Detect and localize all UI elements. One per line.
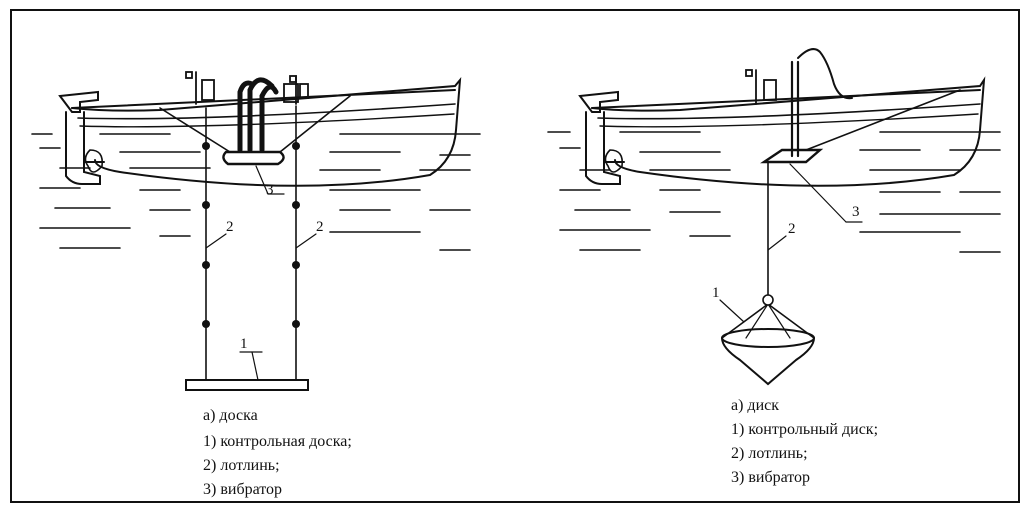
left-callout-vibrator: 3 xyxy=(266,182,274,198)
right-callout-lotline: 2 xyxy=(788,221,796,237)
right-caption-item-1: 1) контрольный диск; xyxy=(731,421,879,438)
right-caption-item-2: 2) лотлинь; xyxy=(731,445,808,462)
left-callout-lotline-b: 2 xyxy=(316,219,324,235)
left-line-weights[interactable] xyxy=(202,142,300,328)
right-control-disk[interactable] xyxy=(721,294,815,386)
left-caption-item-3: 3) вибратор xyxy=(203,481,283,498)
left-scene xyxy=(31,71,481,391)
right-propeller xyxy=(604,149,624,173)
right-outboard-motor xyxy=(578,90,619,113)
right-vibrator xyxy=(760,148,824,164)
left-vibrator xyxy=(222,150,285,166)
right-caption-item-3: 3) вибратор xyxy=(731,469,811,486)
left-callout-lotline-a: 2 xyxy=(226,219,234,235)
left-oarlocks xyxy=(185,71,309,105)
left-propeller xyxy=(84,149,104,173)
right-boat-hull xyxy=(591,76,986,187)
left-outboard-motor xyxy=(58,90,99,113)
left-caption-item-2: 2) лотлинь; xyxy=(203,457,280,474)
left-caption-title: а) доска xyxy=(203,407,258,424)
right-oarlocks xyxy=(745,69,777,105)
right-vibrator-cable xyxy=(797,48,853,100)
right-callout-vibrator: 3 xyxy=(852,204,860,220)
left-vibrator-cables xyxy=(237,77,279,153)
left-callout-board: 1 xyxy=(240,336,248,352)
right-vibrator-post xyxy=(790,60,800,158)
left-boat-hull xyxy=(71,76,462,187)
left-caption-item-1: 1) контрольная доска; xyxy=(203,433,352,450)
right-callout-disk: 1 xyxy=(712,285,720,301)
right-water-lines xyxy=(547,131,1001,253)
left-control-board[interactable] xyxy=(185,379,309,391)
outer-border xyxy=(10,9,1020,503)
left-lotlines xyxy=(205,105,297,381)
right-scene xyxy=(547,48,1001,386)
left-water-lines xyxy=(31,133,481,251)
right-caption-title: а) диск xyxy=(731,397,780,414)
